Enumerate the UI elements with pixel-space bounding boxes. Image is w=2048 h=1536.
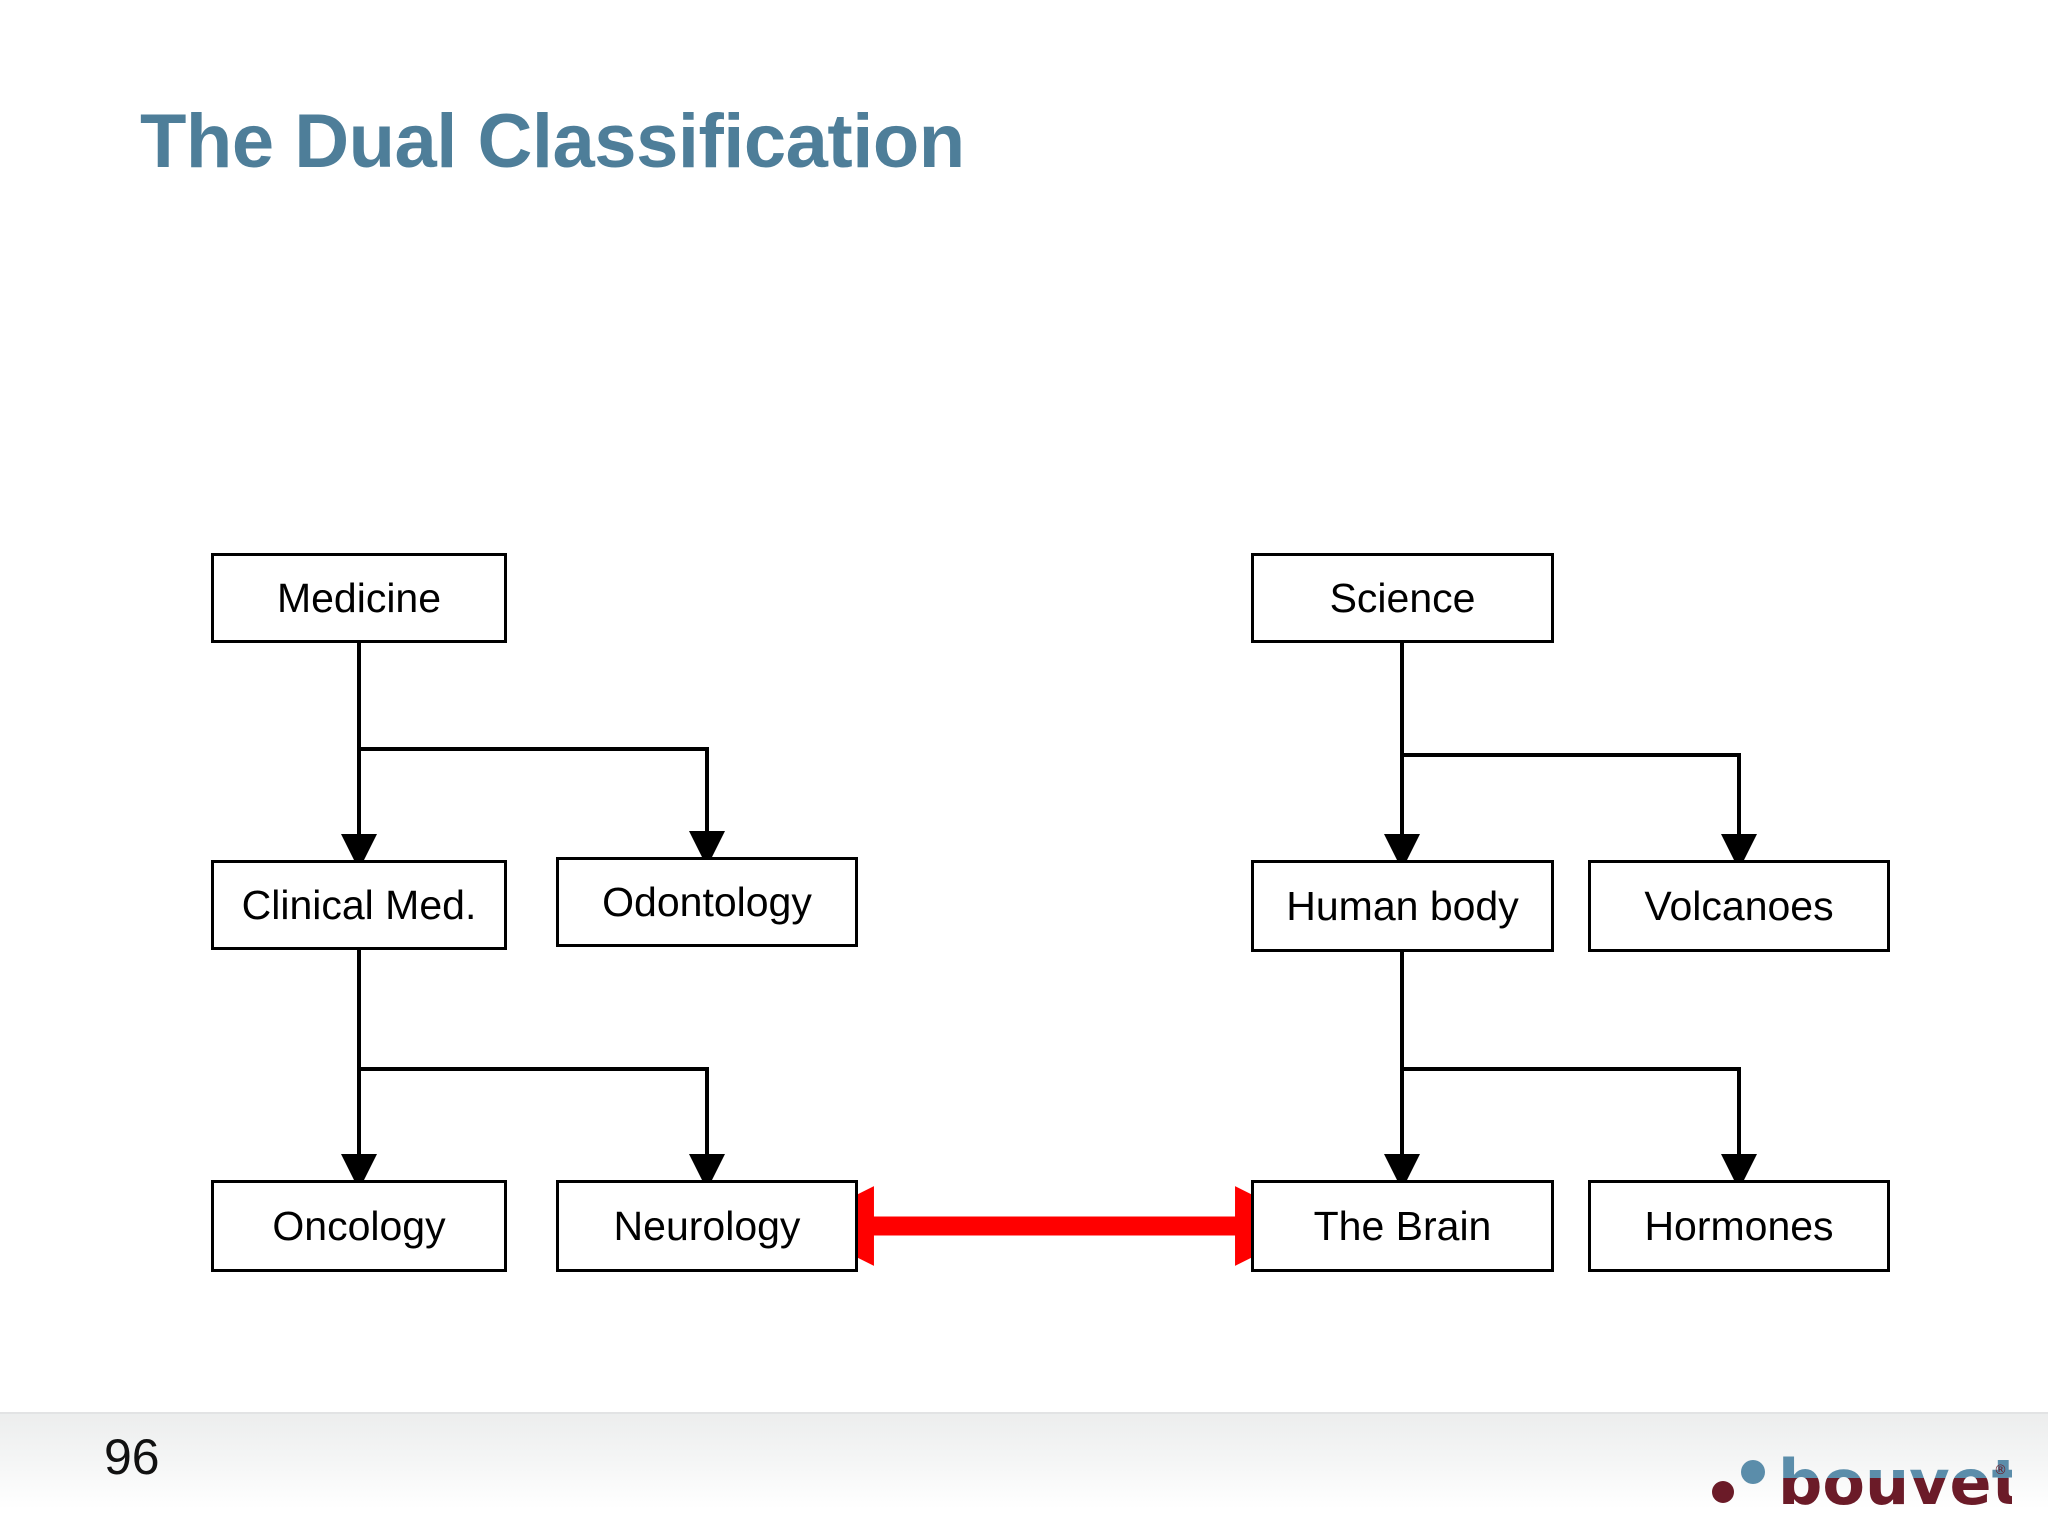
logo-wordmark-bottom: bouvet — [1778, 1448, 2012, 1519]
page-title: The Dual Classification — [140, 99, 965, 184]
bouvet-logo: bouvet bouvet ® — [1712, 1448, 2012, 1520]
registered-mark-icon: ® — [1994, 1463, 2007, 1478]
footer-band — [0, 1412, 2048, 1536]
node-oncology[interactable]: Oncology — [211, 1180, 507, 1272]
logo-wordmark-top: bouvet — [1778, 1448, 2012, 1519]
node-clinical-med[interactable]: Clinical Med. — [211, 860, 507, 950]
bouvet-logo-svg: bouvet bouvet ® — [1712, 1448, 2012, 1519]
svg-text:bouvet: bouvet — [1778, 1448, 2012, 1519]
node-hormones[interactable]: Hormones — [1588, 1180, 1890, 1272]
node-medicine[interactable]: Medicine — [211, 553, 507, 643]
node-science[interactable]: Science — [1251, 553, 1554, 643]
svg-text:bouvet: bouvet — [1778, 1448, 2012, 1519]
node-neurology[interactable]: Neurology — [556, 1180, 858, 1272]
page-number: 96 — [104, 1429, 160, 1485]
logo-dot-blue-icon — [1741, 1460, 1765, 1484]
node-volcanoes[interactable]: Volcanoes — [1588, 860, 1890, 952]
footer-divider — [0, 1412, 2048, 1414]
node-odontology[interactable]: Odontology — [556, 857, 858, 947]
node-human-body[interactable]: Human body — [1251, 860, 1554, 952]
node-the-brain[interactable]: The Brain — [1251, 1180, 1554, 1272]
logo-dot-maroon-icon — [1712, 1481, 1734, 1503]
